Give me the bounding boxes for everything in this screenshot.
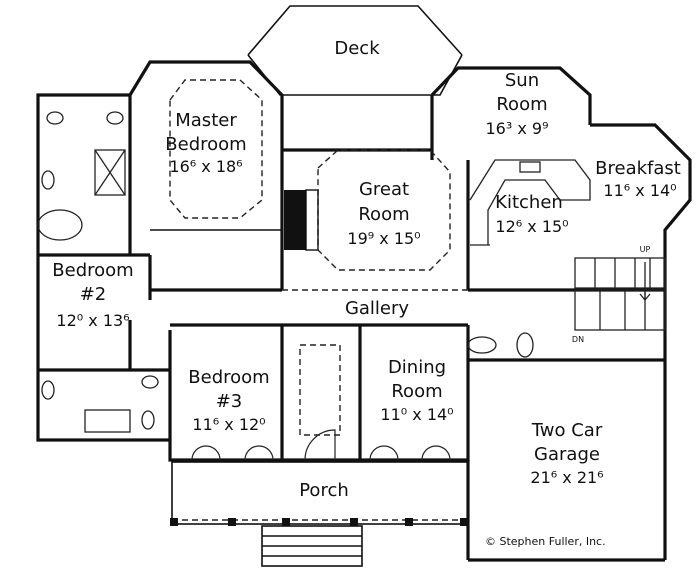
room-gallery-label: Gallery bbox=[345, 298, 409, 319]
room-porch-label: Porch bbox=[299, 480, 349, 501]
room-breakfast-label: Breakfast 11⁶ x 14⁰ bbox=[595, 158, 681, 200]
room-dimensions: 16⁶ x 18⁶ bbox=[169, 157, 242, 176]
room-name: Gallery bbox=[345, 298, 409, 319]
room-name-line-2: #3 bbox=[216, 391, 243, 412]
room-name: Porch bbox=[299, 480, 349, 501]
room-name: Breakfast bbox=[595, 158, 681, 179]
room-name-line-1: Bedroom bbox=[188, 367, 269, 388]
room-name-line-1: Great bbox=[359, 179, 409, 200]
room-dimensions: 11⁰ x 14⁰ bbox=[380, 405, 453, 424]
room-dimensions: 16³ x 9⁹ bbox=[485, 119, 548, 138]
room-name-line-2: Room bbox=[358, 204, 409, 225]
room-dimensions: 21⁶ x 21⁶ bbox=[530, 468, 603, 487]
room-dimensions: 11⁶ x 12⁰ bbox=[192, 415, 265, 434]
room-deck-label: Deck bbox=[334, 38, 380, 59]
interior-walls bbox=[38, 150, 665, 460]
hall-bath-fixtures bbox=[41, 375, 159, 433]
foyer-outline bbox=[299, 344, 341, 436]
room-bedroom-2-label: Bedroom #2 12⁰ x 13⁶ bbox=[52, 260, 133, 330]
room-name-line-1: Bedroom bbox=[52, 260, 133, 281]
room-bedroom-3-label: Bedroom #3 11⁶ x 12⁰ bbox=[188, 367, 269, 434]
laundry-fixtures bbox=[467, 332, 534, 358]
room-dining-room-label: Dining Room 11⁰ x 14⁰ bbox=[380, 357, 453, 424]
room-name-line-2: #2 bbox=[80, 284, 107, 305]
stairs-icon bbox=[574, 257, 666, 331]
room-great-room-label: Great Room 19⁹ x 15⁰ bbox=[347, 179, 420, 248]
room-name-line-2: Garage bbox=[534, 444, 600, 465]
room-name-line-1: Master bbox=[175, 110, 237, 131]
room-name: Kitchen bbox=[495, 192, 563, 213]
room-dimensions: 12⁶ x 15⁰ bbox=[495, 217, 568, 236]
room-two-car-garage-label: Two Car Garage 21⁶ x 21⁶ bbox=[530, 420, 603, 487]
porch-structure bbox=[170, 461, 469, 567]
room-name-line-1: Sun bbox=[505, 70, 539, 91]
room-dimensions: 11⁶ x 14⁰ bbox=[603, 181, 676, 200]
sun-breakfast-walls bbox=[430, 66, 692, 360]
room-name: Deck bbox=[334, 38, 380, 59]
room-dimensions: 12⁰ x 13⁶ bbox=[56, 311, 129, 330]
master-bedroom-walls bbox=[128, 60, 284, 219]
kitchen-counters bbox=[469, 159, 591, 246]
room-name-line-2: Bedroom bbox=[165, 134, 246, 155]
room-name-line-1: Two Car bbox=[531, 420, 603, 441]
copyright-credit: © Stephen Fuller, Inc. bbox=[485, 535, 606, 548]
great-room-ceiling-outline bbox=[317, 149, 451, 271]
room-sun-room-label: Sun Room 16³ x 9⁹ bbox=[485, 70, 548, 138]
room-dimensions: 19⁹ x 15⁰ bbox=[347, 229, 420, 248]
room-name-line-1: Dining bbox=[388, 357, 446, 378]
room-master-bedroom-label: Master Bedroom 16⁶ x 18⁶ bbox=[165, 110, 246, 176]
stairs-down-label: DN bbox=[572, 335, 584, 344]
room-name-line-2: Room bbox=[496, 94, 547, 115]
porch-doors bbox=[191, 429, 451, 461]
house-outer-walls bbox=[36, 93, 667, 562]
room-name-line-2: Room bbox=[391, 381, 442, 402]
room-kitchen-label: Kitchen 12⁶ x 15⁰ bbox=[495, 192, 568, 236]
master-bath-fixtures bbox=[37, 111, 126, 241]
stairs-up-label: UP bbox=[640, 245, 651, 254]
fireplace-icon bbox=[284, 189, 319, 251]
